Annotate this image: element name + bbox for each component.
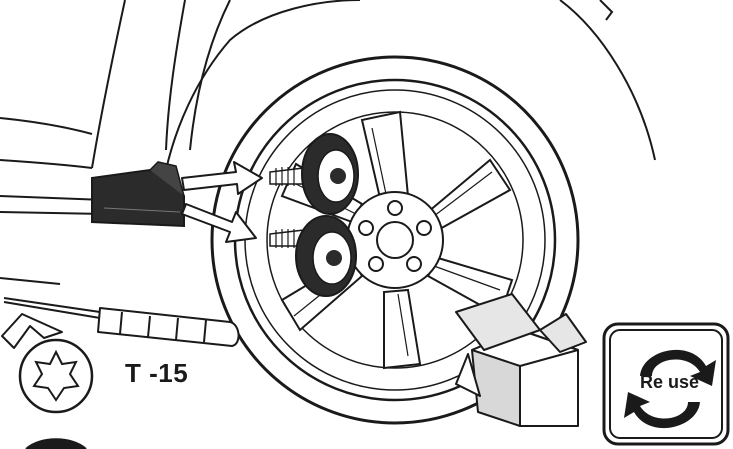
direction-arrow-icon [181,161,263,243]
parts-box-icon [455,293,587,427]
tool-size-label: T -15 [125,358,189,388]
reuse-label: Re use [640,372,700,392]
torx-bit-icon [18,338,94,414]
partial-symbol-icon [25,438,87,449]
valve-stem-lower [269,215,357,297]
valve-stem-upper [269,133,359,215]
tpms-sensor-icon [91,161,185,228]
screwdriver-icon [1,297,240,349]
recycle-arrows-icon [602,322,730,446]
vehicle-fender-icon [0,0,656,285]
